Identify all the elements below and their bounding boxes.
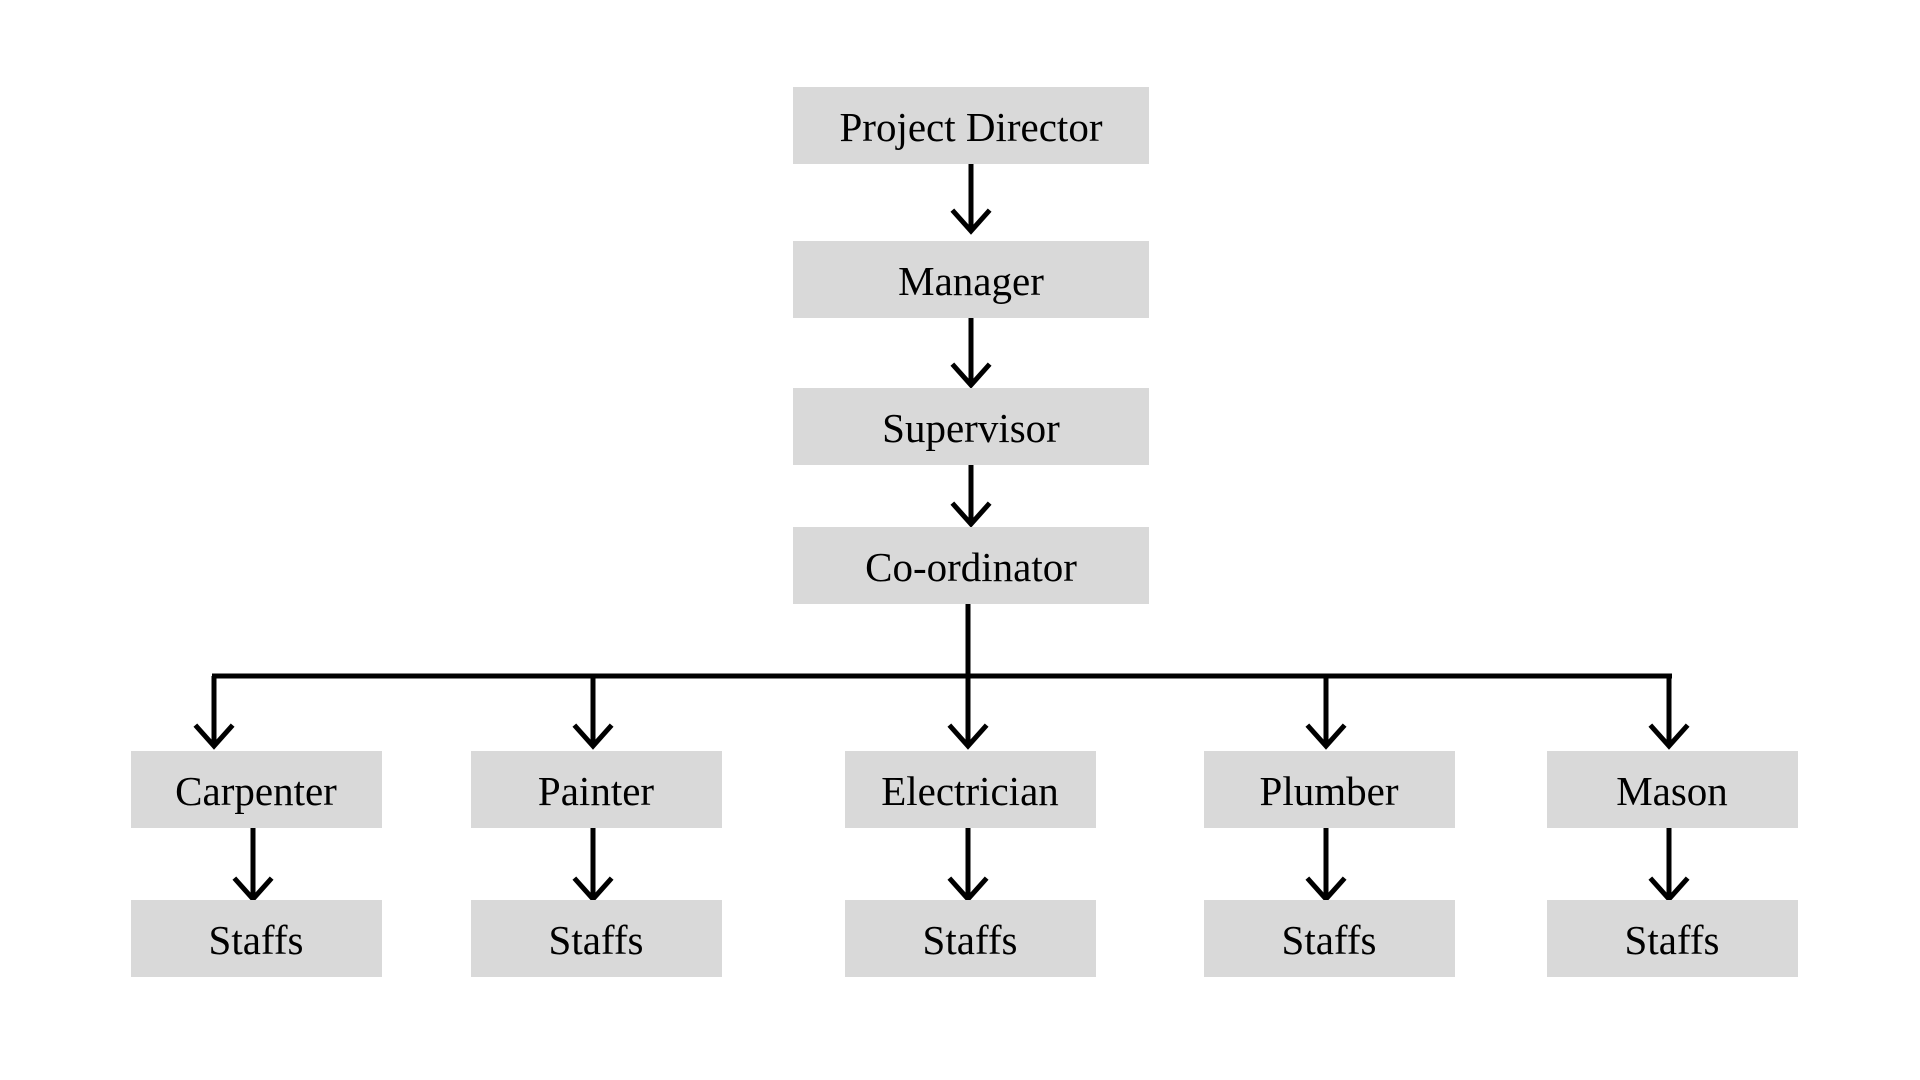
- node-painter: Painter: [471, 751, 722, 828]
- node-label-electrician: Electrician: [881, 768, 1059, 814]
- node-mason: Mason: [1547, 751, 1798, 828]
- arrowhead-painter: [572, 723, 614, 750]
- node-label-painter: Painter: [538, 768, 654, 814]
- node-plumber-staffs: Staffs: [1204, 900, 1455, 977]
- node-label-plumber-staffs: Staffs: [1282, 917, 1377, 963]
- node-label-painter-staffs: Staffs: [549, 917, 644, 963]
- node-carpenter: Carpenter: [131, 751, 382, 828]
- arrowhead-supervisor: [950, 362, 992, 389]
- node-label-project-director: Project Director: [840, 104, 1103, 150]
- arrowhead-electrician: [947, 723, 989, 750]
- node-coordinator: Co-ordinator: [793, 527, 1149, 604]
- arrowhead-carpenter-staffs: [232, 876, 274, 903]
- arrowhead-painter-staffs: [572, 876, 614, 903]
- arrowhead-electrician-staffs: [947, 876, 989, 903]
- arrowhead-mason: [1648, 723, 1690, 750]
- node-label-manager: Manager: [898, 258, 1044, 304]
- node-electrician: Electrician: [845, 751, 1096, 828]
- connectors: [193, 164, 1690, 903]
- node-label-mason-staffs: Staffs: [1625, 917, 1720, 963]
- node-label-mason: Mason: [1616, 768, 1728, 814]
- node-label-electrician-staffs: Staffs: [923, 917, 1018, 963]
- node-label-coordinator: Co-ordinator: [865, 544, 1077, 590]
- node-label-carpenter: Carpenter: [175, 768, 337, 814]
- node-mason-staffs: Staffs: [1547, 900, 1798, 977]
- node-label-carpenter-staffs: Staffs: [209, 917, 304, 963]
- arrowhead-plumber-staffs: [1305, 876, 1347, 903]
- node-project-director: Project Director: [793, 87, 1149, 164]
- node-label-plumber: Plumber: [1260, 768, 1399, 814]
- arrowhead-manager: [950, 208, 992, 235]
- node-painter-staffs: Staffs: [471, 900, 722, 977]
- node-label-supervisor: Supervisor: [882, 405, 1060, 451]
- arrowhead-plumber: [1305, 723, 1347, 750]
- arrowhead-coordinator: [950, 501, 992, 528]
- node-carpenter-staffs: Staffs: [131, 900, 382, 977]
- node-electrician-staffs: Staffs: [845, 900, 1096, 977]
- node-manager: Manager: [793, 241, 1149, 318]
- arrowhead-carpenter: [193, 723, 235, 750]
- node-plumber: Plumber: [1204, 751, 1455, 828]
- arrowhead-mason-staffs: [1648, 876, 1690, 903]
- node-supervisor: Supervisor: [793, 388, 1149, 465]
